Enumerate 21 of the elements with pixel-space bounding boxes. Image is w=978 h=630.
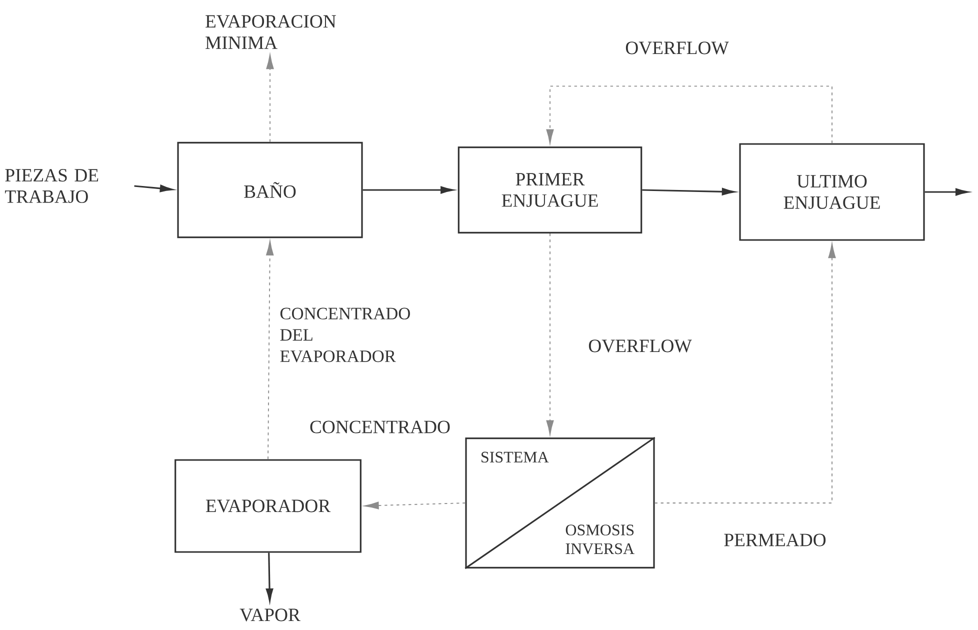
flow-label: PIEZAS DE TRABAJO: [5, 169, 98, 203]
edge-label: PERMEADO: [724, 534, 826, 546]
arrow: [924, 188, 968, 196]
arrow: [642, 188, 735, 196]
edge-label: OVERFLOW: [588, 340, 692, 352]
process-box: PRIMER ENJUAGUE: [458, 146, 642, 234]
arrow: [546, 232, 554, 435]
arrow: [654, 243, 836, 504]
process-box: BAÑO: [177, 142, 363, 238]
edge-label: OVERFLOW: [626, 42, 729, 54]
edge-label: CONCENTRADO DEL EVAPORADOR: [280, 308, 410, 362]
edge-label: CONCENTRADO: [310, 420, 450, 434]
process-box: ULTIMO ENJUAGUE: [739, 143, 925, 241]
arrow: [546, 86, 832, 144]
flow-label: VAPOR: [240, 608, 300, 622]
arrow: [364, 502, 466, 510]
flow-label: EVAPORACION MINIMA: [206, 15, 336, 49]
arrow: [266, 54, 274, 142]
membrane-unit: SISTEMA OSMOSIS INVERSA: [464, 436, 656, 570]
process-box: EVAPORADOR: [174, 459, 362, 553]
arrow: [266, 240, 274, 460]
